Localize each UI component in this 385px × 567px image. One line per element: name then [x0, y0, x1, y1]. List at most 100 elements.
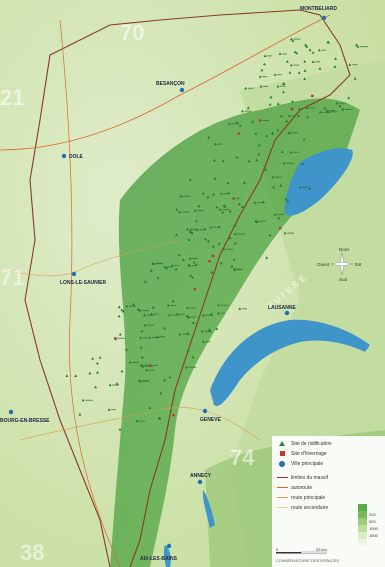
nesting-site-marker[interactable] — [263, 54, 267, 58]
nesting-site-marker[interactable] — [303, 69, 307, 72]
nesting-site-marker[interactable] — [301, 162, 304, 165]
nesting-site-marker[interactable] — [280, 150, 284, 153]
nesting-site-marker[interactable] — [98, 356, 102, 359]
nesting-site-marker[interactable] — [168, 375, 172, 379]
nesting-site-marker[interactable] — [228, 122, 231, 125]
nesting-site-marker[interactable] — [191, 355, 195, 359]
nesting-site-marker[interactable] — [174, 267, 178, 271]
nesting-site-marker[interactable] — [284, 197, 288, 201]
nesting-site-marker[interactable] — [257, 152, 261, 156]
nesting-site-marker[interactable] — [136, 307, 140, 311]
nesting-site-marker[interactable] — [285, 119, 289, 123]
nesting-site-marker[interactable] — [318, 67, 322, 70]
nesting-site-marker[interactable] — [347, 96, 351, 100]
nesting-site-marker[interactable] — [219, 261, 223, 265]
nesting-site-marker[interactable] — [308, 48, 312, 52]
nesting-site-marker[interactable] — [163, 378, 167, 382]
nesting-site-marker[interactable] — [311, 60, 315, 63]
nesting-site-marker[interactable] — [141, 364, 145, 368]
nesting-site-marker[interactable] — [179, 194, 183, 198]
nesting-site-marker[interactable] — [255, 220, 259, 223]
city-marker[interactable] — [8, 409, 14, 415]
nesting-site-marker[interactable] — [135, 419, 139, 423]
nesting-site-marker[interactable] — [195, 219, 198, 223]
nesting-site-marker[interactable] — [166, 303, 170, 307]
nesting-site-marker[interactable] — [303, 60, 307, 63]
nesting-site-marker[interactable] — [356, 45, 360, 48]
nesting-site-marker[interactable] — [335, 101, 339, 105]
nesting-site-marker[interactable] — [91, 356, 95, 360]
nesting-site-marker[interactable] — [140, 329, 144, 333]
nesting-site-marker[interactable] — [306, 115, 309, 119]
nesting-site-marker[interactable] — [238, 124, 242, 127]
nesting-site-marker[interactable] — [204, 237, 207, 241]
nesting-site-marker[interactable] — [297, 114, 300, 117]
nesting-site-marker[interactable] — [149, 269, 153, 272]
nesting-site-marker[interactable] — [348, 63, 352, 66]
nesting-site-marker[interactable] — [327, 110, 330, 113]
nesting-site-marker[interactable] — [305, 106, 309, 110]
nesting-site-marker[interactable] — [259, 84, 263, 88]
nesting-site-marker[interactable] — [221, 210, 225, 214]
nesting-site-marker[interactable] — [297, 71, 301, 74]
nesting-site-marker[interactable] — [188, 256, 192, 260]
nesting-site-marker[interactable] — [194, 263, 198, 266]
nesting-site-marker[interactable] — [289, 37, 293, 41]
nesting-site-marker[interactable] — [190, 231, 194, 235]
nesting-site-marker[interactable] — [302, 137, 306, 141]
nesting-site-marker[interactable] — [185, 314, 189, 318]
nesting-site-marker[interactable] — [148, 336, 151, 339]
nesting-site-marker[interactable] — [338, 104, 342, 108]
nesting-site-marker[interactable] — [118, 428, 122, 431]
nesting-site-marker[interactable] — [233, 241, 237, 245]
nesting-site-marker[interactable] — [145, 368, 149, 372]
nesting-site-marker[interactable] — [268, 233, 272, 237]
nesting-site-marker[interactable] — [177, 253, 181, 257]
nesting-site-marker[interactable] — [233, 268, 237, 271]
nesting-site-marker[interactable] — [78, 413, 82, 416]
nesting-site-marker[interactable] — [207, 328, 211, 331]
nesting-site-marker[interactable] — [115, 382, 119, 385]
nesting-site-marker[interactable] — [254, 132, 258, 135]
nesting-site-marker[interactable] — [318, 110, 322, 114]
nesting-site-marker[interactable] — [181, 258, 185, 261]
nesting-site-marker[interactable] — [138, 379, 142, 383]
nesting-site-marker[interactable] — [120, 308, 124, 312]
nesting-site-marker[interactable] — [268, 102, 272, 106]
nesting-site-marker[interactable] — [282, 90, 285, 94]
nesting-site-marker[interactable] — [206, 239, 210, 243]
nesting-site-marker[interactable] — [171, 299, 175, 303]
nesting-site-marker[interactable] — [143, 279, 147, 283]
nesting-site-marker[interactable] — [212, 192, 215, 196]
wintering-site-marker[interactable] — [237, 132, 241, 135]
nesting-site-marker[interactable] — [217, 242, 221, 245]
nesting-site-marker[interactable] — [163, 326, 166, 330]
nesting-site-marker[interactable] — [165, 266, 168, 270]
wintering-site-marker[interactable] — [212, 254, 215, 258]
wintering-site-marker[interactable] — [208, 259, 211, 263]
wintering-site-marker[interactable] — [290, 107, 294, 111]
nesting-site-marker[interactable] — [240, 109, 244, 113]
nesting-site-marker[interactable] — [152, 262, 155, 265]
nesting-site-marker[interactable] — [203, 227, 207, 231]
city-marker[interactable] — [71, 271, 77, 277]
nesting-site-marker[interactable] — [291, 100, 294, 103]
nesting-site-marker[interactable] — [189, 230, 193, 233]
nesting-site-marker[interactable] — [235, 121, 239, 124]
nesting-site-marker[interactable] — [233, 232, 237, 236]
nesting-site-marker[interactable] — [158, 416, 162, 420]
nesting-site-marker[interactable] — [325, 108, 329, 112]
nesting-site-marker[interactable] — [226, 181, 230, 185]
nesting-site-marker[interactable] — [273, 73, 277, 76]
city-marker[interactable] — [284, 310, 290, 316]
nesting-site-marker[interactable] — [233, 223, 237, 227]
nesting-site-marker[interactable] — [215, 327, 219, 330]
nesting-site-marker[interactable] — [288, 71, 292, 74]
nesting-site-marker[interactable] — [276, 128, 280, 132]
nesting-site-marker[interactable] — [276, 84, 280, 88]
nesting-site-marker[interactable] — [206, 195, 210, 199]
nesting-site-marker[interactable] — [200, 329, 204, 333]
city-marker[interactable] — [166, 543, 172, 549]
nesting-site-marker[interactable] — [117, 314, 121, 318]
nesting-site-marker[interactable] — [228, 236, 232, 240]
